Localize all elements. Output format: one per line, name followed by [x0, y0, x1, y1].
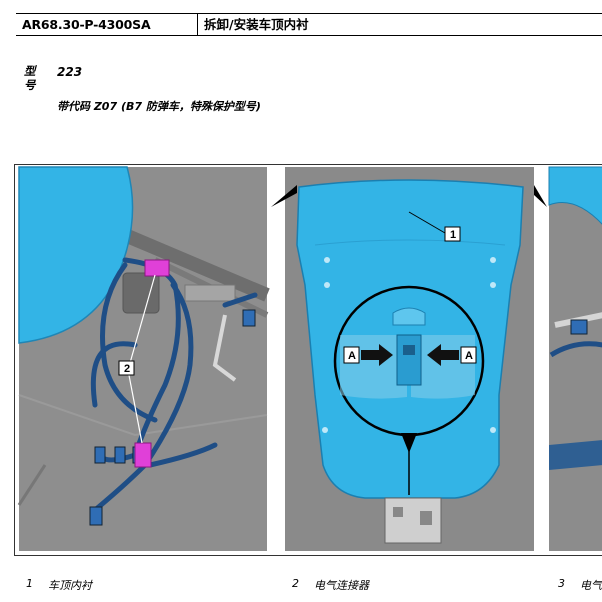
document-title: 拆卸/安装车顶内衬	[204, 17, 309, 32]
instruction-figure: 2 1 A A	[14, 164, 602, 556]
legend-number-3: 3	[558, 577, 565, 590]
callout-1-label: 1	[450, 229, 456, 241]
header-table: AR68.30-P-4300SA 拆卸/安装车顶内衬	[16, 13, 602, 36]
legend-text-2: 电气连接器	[314, 579, 369, 592]
center-panel	[271, 167, 547, 551]
arrow-right-icon	[361, 344, 393, 366]
legend-text-1: 车顶内衬	[48, 579, 92, 592]
legend-number-2: 2	[292, 577, 299, 590]
figure-illustration: 2 1 A A	[17, 166, 602, 551]
arrow-left-icon	[427, 344, 459, 366]
arrow-label-right: A	[465, 350, 473, 362]
callout-2-box	[118, 360, 135, 376]
left-panel	[17, 166, 270, 551]
right-panel-background	[549, 167, 602, 551]
document-code: AR68.30-P-4300SA	[16, 14, 198, 35]
overhead-control-unit	[384, 497, 442, 544]
headliner-clip	[396, 334, 422, 386]
legend-text-3: 电气	[580, 579, 602, 592]
callout-1-box	[444, 226, 461, 242]
callout-2-label: 2	[124, 363, 130, 375]
arrow-label-left: A	[348, 350, 356, 362]
legend-number-1: 1	[26, 577, 33, 590]
model-number: 223	[57, 65, 83, 79]
model-label: 型号	[24, 64, 36, 92]
model-description: 带代码 Z07 (B7 防弹车，特殊保护型号)	[57, 100, 261, 113]
plug-connector	[89, 506, 103, 526]
right-panel	[548, 166, 602, 551]
electrical-connector-bottom	[134, 442, 152, 468]
electrical-connector-top	[144, 259, 170, 277]
